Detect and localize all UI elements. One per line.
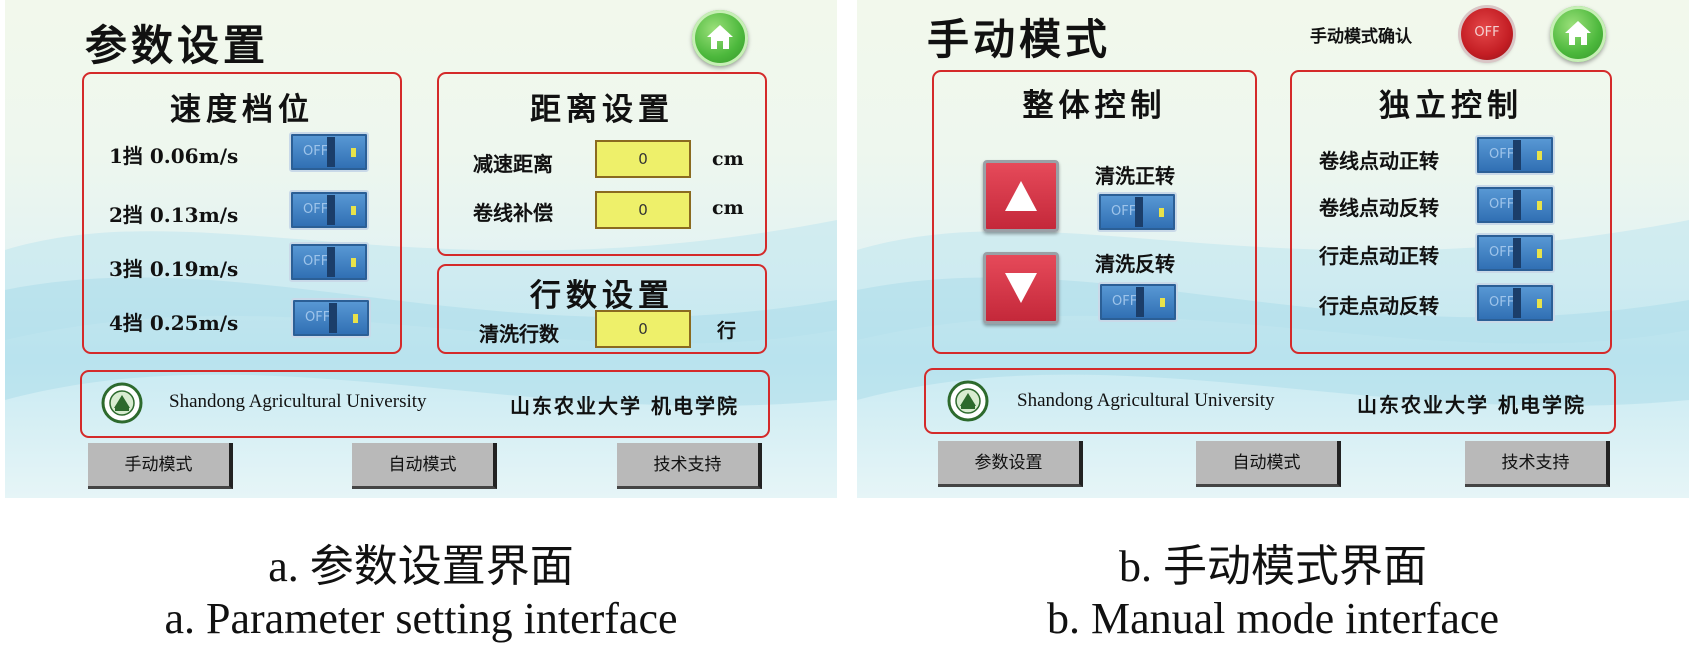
toggle-state: OFF xyxy=(1489,147,1515,162)
wash-reverse-toggle[interactable]: OFF xyxy=(1098,282,1178,322)
manual-mode-button[interactable]: 手动模式 xyxy=(88,443,233,489)
up-arrow-icon xyxy=(1005,181,1037,211)
wash-forward-toggle[interactable]: OFF xyxy=(1097,192,1177,232)
speed-label: 1挡 0.06m/s xyxy=(109,144,239,168)
indicator-led xyxy=(1537,201,1542,210)
travel-reverse-toggle[interactable]: OFF xyxy=(1475,283,1555,323)
independent-control-title: 独立控制 xyxy=(1379,88,1523,124)
caption-b-cn: b. 手动模式界面 xyxy=(1119,542,1427,591)
home-button[interactable] xyxy=(692,10,748,66)
speed-4-toggle[interactable]: OFF xyxy=(291,298,371,338)
tech-support-button[interactable]: 技术支持 xyxy=(617,443,762,489)
auto-mode-button[interactable]: 自动模式 xyxy=(1196,441,1341,487)
toggle-state: OFF xyxy=(305,310,331,325)
travel-reverse-label: 行走点动反转 xyxy=(1319,294,1439,318)
auto-mode-button[interactable]: 自动模式 xyxy=(352,443,497,489)
caption-a-en: a. Parameter setting interface xyxy=(164,594,678,643)
indicator-led xyxy=(353,314,358,323)
up-arrow-button[interactable] xyxy=(983,160,1059,232)
caption-b-en: b. Manual mode interface xyxy=(1046,594,1500,643)
toggle-state: OFF xyxy=(1489,295,1515,310)
university-name-cn: 山东农业大学 机电学院 xyxy=(1357,393,1586,417)
indicator-led xyxy=(1160,298,1165,307)
decel-distance-label: 减速距离 xyxy=(473,152,553,176)
speed-label: 3挡 0.19m/s xyxy=(109,257,239,281)
manual-confirm-button[interactable]: OFF xyxy=(1461,8,1513,60)
down-arrow-button[interactable] xyxy=(983,252,1059,324)
distance-panel-title: 距离设置 xyxy=(530,92,674,128)
decel-distance-input[interactable]: 0 xyxy=(595,140,691,178)
footer-banner xyxy=(924,368,1616,434)
university-logo-icon xyxy=(101,382,143,424)
tech-support-button[interactable]: 技术支持 xyxy=(1465,441,1610,487)
winding-reverse-toggle[interactable]: OFF xyxy=(1475,185,1555,225)
page-title: 参数设置 xyxy=(85,21,270,70)
toggle-state: OFF xyxy=(303,202,329,217)
toggle-state: OFF xyxy=(1112,294,1138,309)
home-button[interactable] xyxy=(1550,6,1606,62)
speed-panel: 速度档位 xyxy=(82,72,402,354)
page-title: 手动模式 xyxy=(927,15,1112,64)
confirm-state-text: OFF xyxy=(1474,25,1500,40)
winding-reverse-label: 卷线点动反转 xyxy=(1319,196,1439,220)
wash-rows-label: 清洗行数 xyxy=(479,322,559,346)
indicator-led xyxy=(1537,299,1542,308)
winding-comp-input[interactable]: 0 xyxy=(595,191,691,229)
indicator-led xyxy=(351,206,356,215)
rows-panel-title: 行数设置 xyxy=(530,278,674,314)
manual-confirm-label: 手动模式确认 xyxy=(1310,27,1412,47)
home-icon xyxy=(1565,21,1591,45)
indicator-led xyxy=(1537,249,1542,258)
independent-control-panel: 独立控制 xyxy=(1290,70,1612,354)
home-icon xyxy=(707,25,733,49)
parameter-setting-button[interactable]: 参数设置 xyxy=(938,441,1083,487)
speed-2-toggle[interactable]: OFF xyxy=(289,190,369,230)
indicator-led xyxy=(351,148,356,157)
wash-rows-input[interactable]: 0 xyxy=(595,310,691,348)
toggle-state: OFF xyxy=(1111,204,1137,219)
university-logo-icon xyxy=(947,380,989,422)
travel-forward-toggle[interactable]: OFF xyxy=(1475,233,1555,273)
winding-comp-label: 卷线补偿 xyxy=(473,201,553,225)
down-arrow-icon xyxy=(1005,273,1037,303)
unit-label: cm xyxy=(712,148,744,170)
caption-a-cn: a. 参数设置界面 xyxy=(268,542,574,591)
footer-banner xyxy=(80,370,770,438)
university-name-en: Shandong Agricultural University xyxy=(1017,390,1275,411)
winding-forward-toggle[interactable]: OFF xyxy=(1475,135,1555,175)
university-name-cn: 山东农业大学 机电学院 xyxy=(510,394,739,418)
distance-panel: 距离设置 xyxy=(437,72,767,256)
travel-forward-label: 行走点动正转 xyxy=(1319,244,1439,268)
unit-label: 行 xyxy=(717,320,737,342)
indicator-led xyxy=(1537,151,1542,160)
overall-control-title: 整体控制 xyxy=(1022,88,1167,124)
indicator-led xyxy=(1159,208,1164,217)
speed-panel-title: 速度档位 xyxy=(170,92,314,128)
rows-panel: 行数设置 xyxy=(437,264,767,354)
toggle-state: OFF xyxy=(303,144,329,159)
university-name-en: Shandong Agricultural University xyxy=(169,391,427,412)
wash-forward-label: 清洗正转 xyxy=(1095,164,1175,188)
overall-control-panel: 整体控制 xyxy=(932,70,1257,354)
toggle-state: OFF xyxy=(1489,197,1515,212)
speed-3-toggle[interactable]: OFF xyxy=(289,242,369,282)
unit-label: cm xyxy=(712,197,744,219)
speed-label: 2挡 0.13m/s xyxy=(109,203,239,227)
speed-label: 4挡 0.25m/s xyxy=(109,311,239,335)
toggle-state: OFF xyxy=(1489,245,1515,260)
manual-mode-screen: 手动模式 手动模式确认 OFF 整体控制 清洗正转 OFF 清洗反转 OFF 独… xyxy=(857,0,1689,498)
indicator-led xyxy=(351,258,356,267)
winding-forward-label: 卷线点动正转 xyxy=(1319,149,1439,173)
toggle-state: OFF xyxy=(303,254,329,269)
wash-reverse-label: 清洗反转 xyxy=(1095,252,1175,276)
speed-1-toggle[interactable]: OFF xyxy=(289,132,369,172)
parameter-setting-screen: 参数设置 速度档位 1挡 0.06m/s OFF 2挡 0.13m/s OFF … xyxy=(5,0,837,498)
